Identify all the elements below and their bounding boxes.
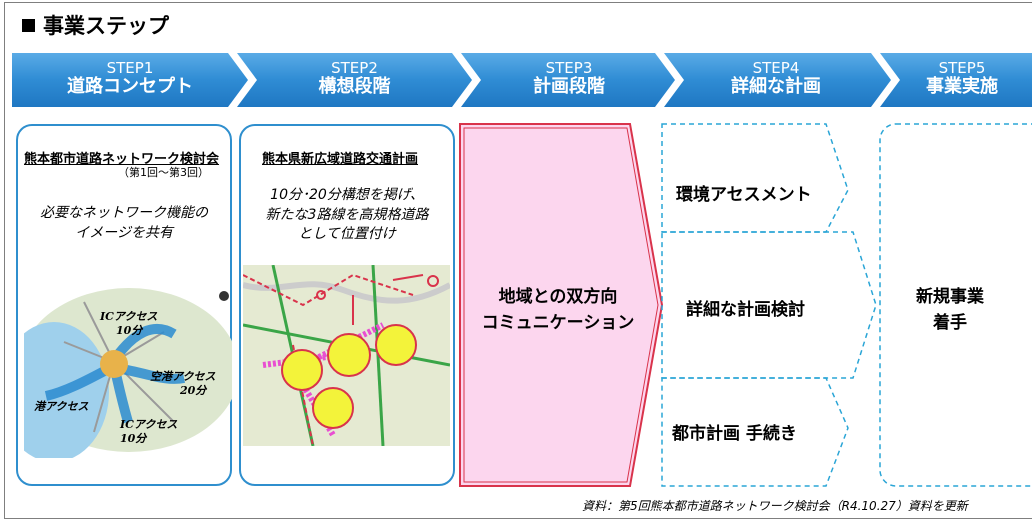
step5-label: STEP5 事業実施 (902, 59, 1022, 98)
step4-label: STEP4 詳細な計画 (686, 59, 866, 98)
road-plan-map-image (243, 265, 450, 446)
step3-number: STEP3 (545, 59, 593, 77)
step5-name: 事業実施 (926, 76, 998, 98)
step5-text: 新規事業 着手 (880, 285, 1020, 336)
step2-desc-line2: 新たな3路線を高規格道路 (265, 206, 429, 223)
step4-item2-box (661, 231, 877, 379)
step5-number: STEP5 (938, 59, 986, 77)
step5-line2: 着手 (933, 312, 967, 333)
step2-chevron (237, 53, 472, 107)
bullet-square-icon (22, 19, 35, 32)
map-label-ic-top-time: 10分 (116, 324, 143, 338)
map-label-ic-bottom-text: ICアクセス (120, 418, 178, 431)
step1-desc-line2: イメージを共有 (75, 224, 173, 241)
section-title-text: 事業ステップ (43, 14, 169, 38)
map-label-airport-time: 20分 (180, 384, 207, 398)
step2-box (239, 124, 455, 486)
concept-map-drawing (24, 288, 232, 458)
step3-name: 計画段階 (533, 76, 605, 98)
concept-map-image: ICアクセス 10分 空港アクセス 20分 港アクセス ICアクセス 10分 (24, 272, 232, 458)
step2-label: STEP2 構想段階 (262, 59, 447, 98)
map-label-port: 港アクセス (34, 400, 89, 413)
step3-line1: 地域との双方向 (498, 287, 618, 307)
step4-item-environmental-assessment: 環境アセスメント (676, 185, 812, 205)
step4-chevron (664, 53, 891, 107)
step2-number: STEP2 (331, 59, 378, 77)
step2-desc-line3: として位置付け (298, 226, 396, 243)
step2-name: 構想段階 (318, 76, 391, 98)
map-label-airport: 空港アクセス 20分 (150, 370, 215, 399)
map-label-ic-bottom-time: 10分 (120, 432, 147, 446)
step3-line2: コミュニケーション (481, 312, 635, 333)
step4-number: STEP4 (752, 59, 800, 77)
map-label-airport-text: 空港アクセス (150, 370, 216, 383)
source-footnote: 資料：第5回熊本都市道路ネットワーク検討会（R4.10.27）資料を更新 (582, 499, 968, 513)
step4-item-detailed-plan: 詳細な計画検討 (686, 300, 805, 320)
step2-desc-line1: 10分･20分構想を掲げ、 (270, 187, 424, 203)
step3-text: 地域との双方向 コミュニケーション (460, 285, 656, 336)
step3-chevron (461, 53, 675, 107)
step4-item3-box (661, 377, 849, 487)
step3-label: STEP3 計画段階 (484, 59, 654, 98)
step4-name: 詳細な計画 (731, 76, 821, 98)
map-label-ic-bottom: ICアクセス 10分 (120, 418, 177, 447)
step1-label: STEP1 道路コンセプト (40, 59, 220, 98)
step5-line1: 新規事業 (916, 287, 984, 307)
step4-item1-box (661, 123, 849, 233)
map-label-ic-top-text: ICアクセス (100, 310, 158, 323)
step5-box (879, 123, 1032, 487)
step2-heading: 熊本県新広域道路交通計画 (262, 152, 419, 167)
step4-item-city-planning: 都市計画 手続き (672, 424, 797, 444)
step1-chevron (12, 53, 248, 107)
step3-box-inner-border (463, 127, 659, 483)
section-title: 事業ステップ (22, 10, 169, 40)
step1-description: 必要なネットワーク機能の イメージを共有 (18, 204, 230, 243)
step2-description: 10分･20分構想を掲げ、 新たな3路線を高規格道路 として位置付け (241, 186, 453, 245)
step5-chevron (880, 53, 1032, 107)
step1-name: 道路コンセプト (67, 76, 193, 98)
step1-desc-line1: 必要なネットワーク機能の (40, 205, 208, 221)
step1-number: STEP1 (106, 59, 154, 77)
step1-note: （第1回〜第3回） (118, 166, 209, 179)
figure-frame (4, 2, 1032, 519)
step1-heading: 熊本都市道路ネットワーク検討会 (24, 152, 220, 167)
step3-box (459, 123, 664, 487)
road-plan-map-drawing (243, 265, 450, 446)
map-label-ic-top: ICアクセス 10分 (100, 310, 157, 339)
step1-box (16, 124, 232, 486)
